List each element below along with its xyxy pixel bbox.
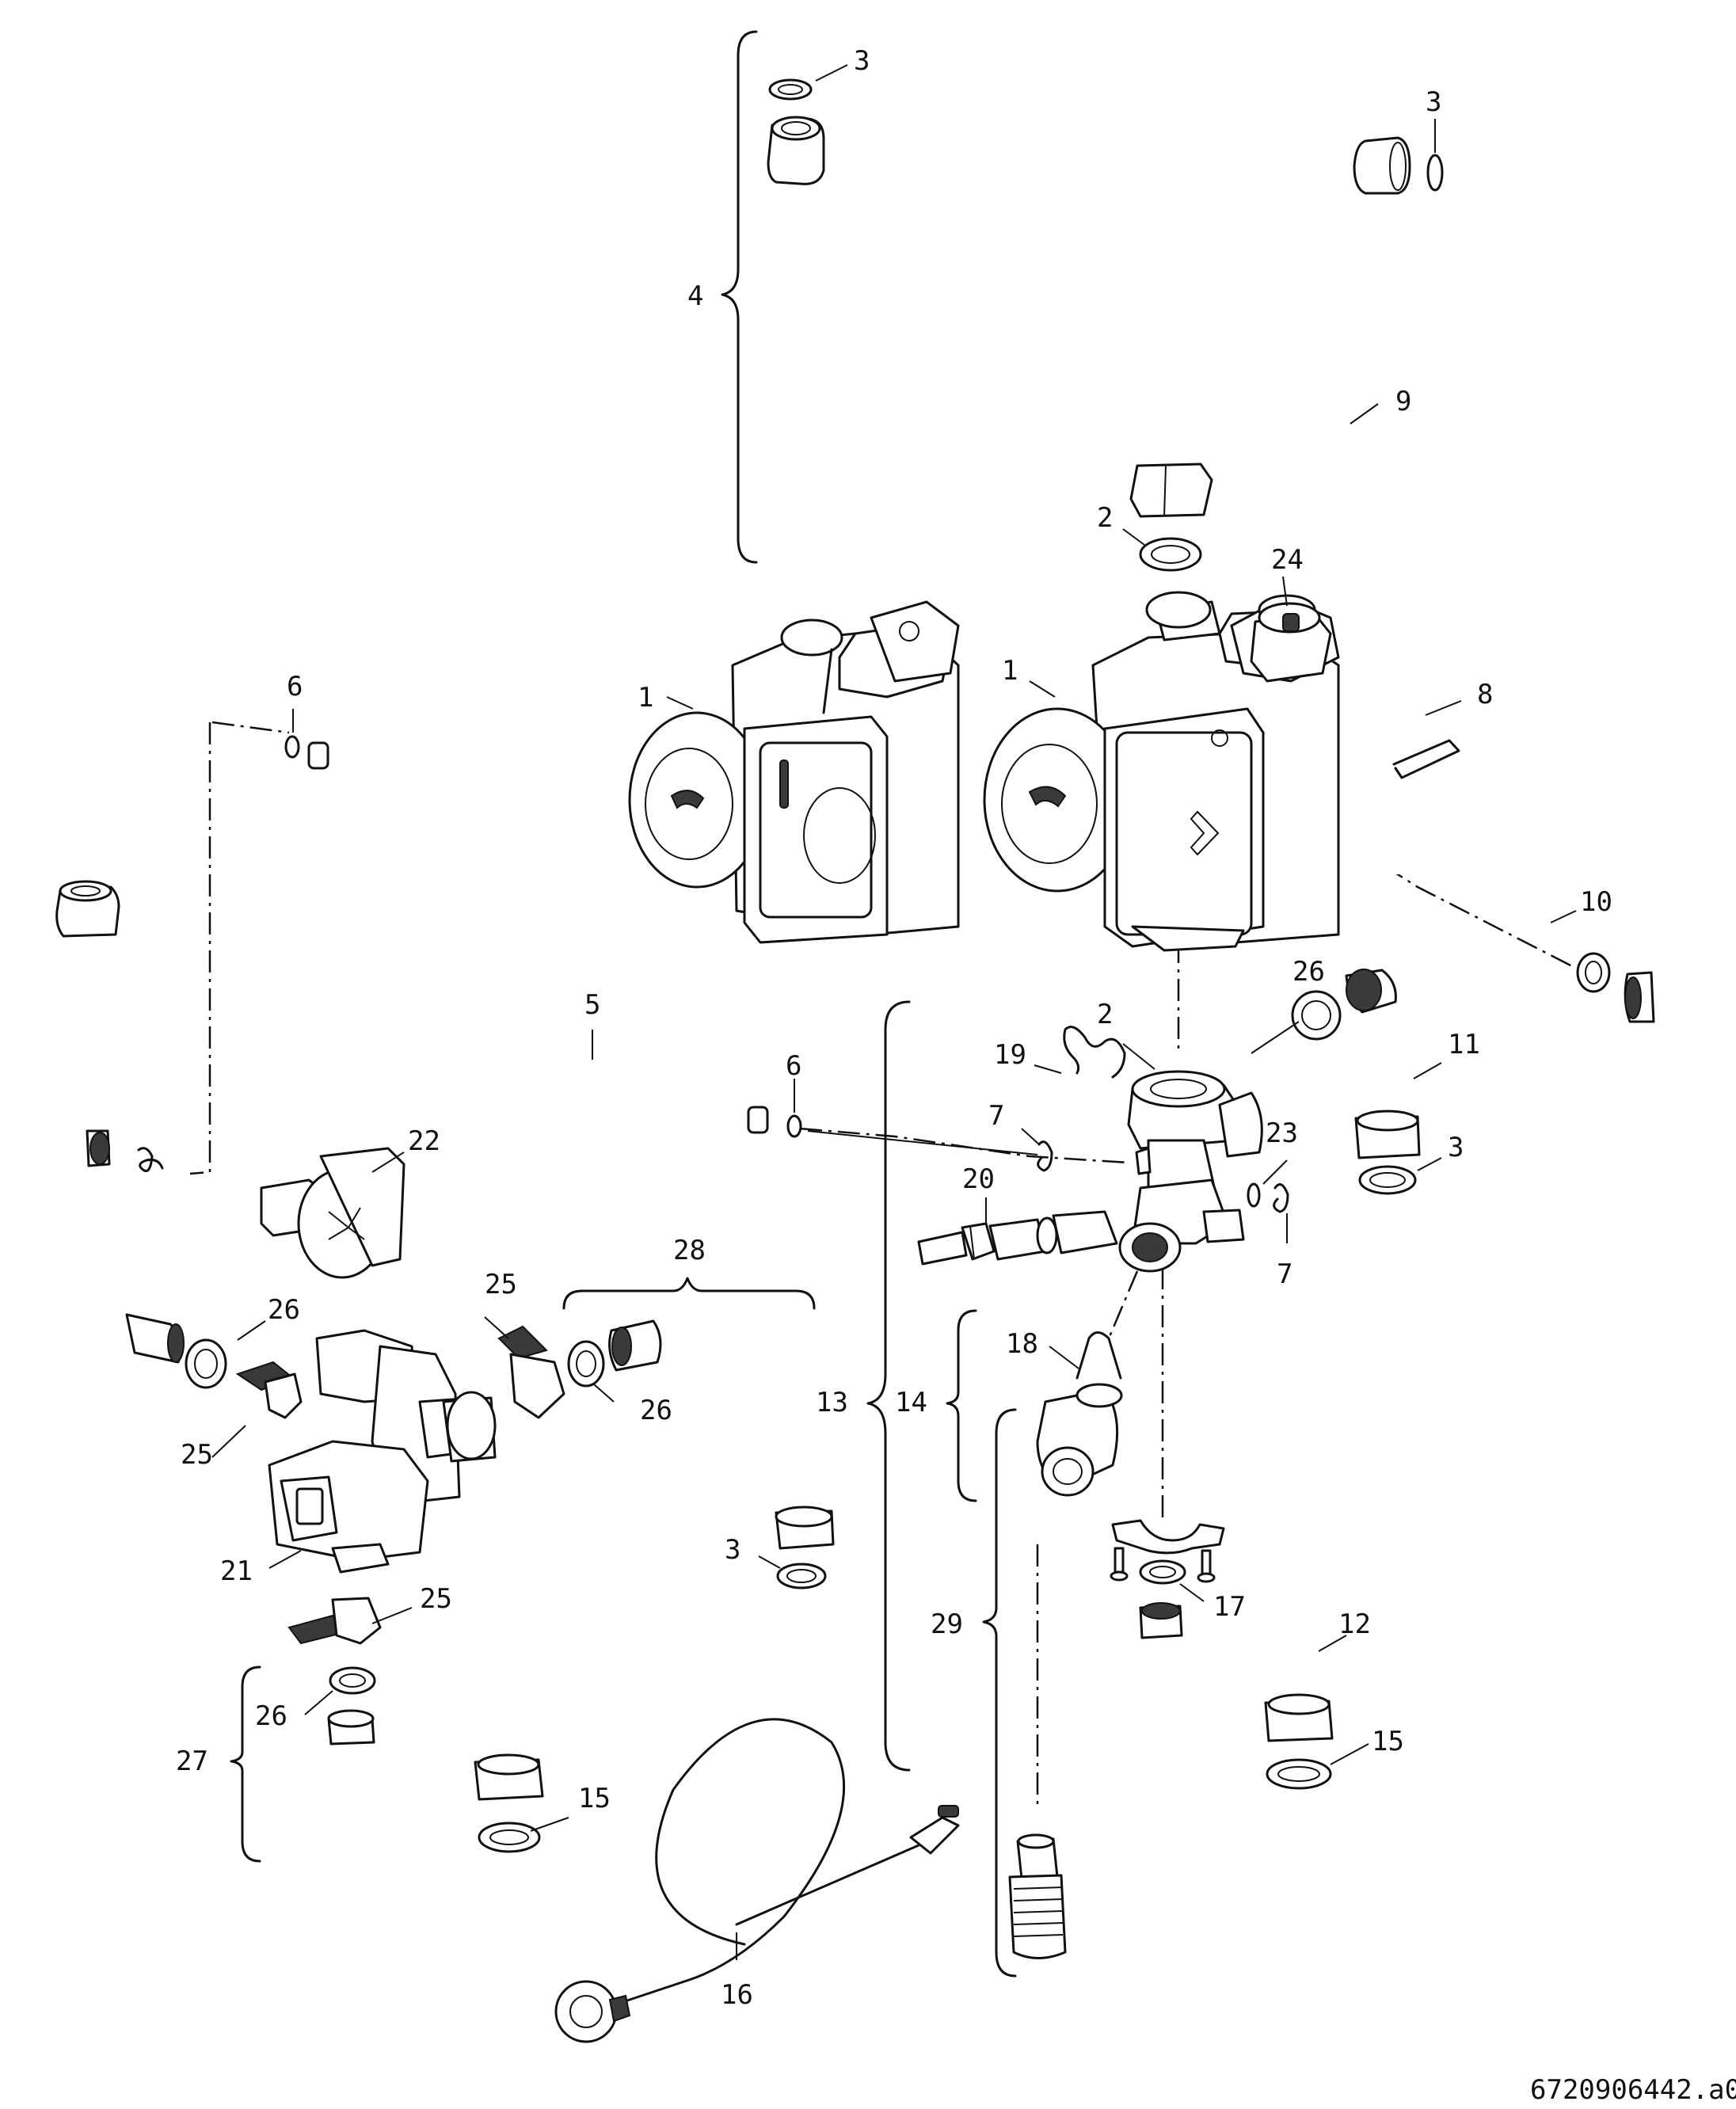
brace-group-13 xyxy=(866,1000,911,1772)
label-17: 17 xyxy=(1213,1591,1246,1623)
label-20: 20 xyxy=(962,1163,995,1195)
label-23: 23 xyxy=(1266,1117,1298,1149)
clip-25-top xyxy=(497,1325,565,1419)
tube-5 xyxy=(307,741,769,1134)
brace-group-28 xyxy=(562,1277,816,1310)
label-26-b: 26 xyxy=(640,1395,672,1426)
pipe-left-long xyxy=(55,880,185,1364)
insert-20 xyxy=(917,1210,1118,1266)
clip-25-bottom xyxy=(287,1597,382,1645)
label-1-left: 1 xyxy=(638,682,653,714)
pipe-11 xyxy=(1345,969,1421,1159)
seal-26-bottom xyxy=(329,1666,376,1695)
seal-3-top xyxy=(768,78,813,101)
spring-clip-19 xyxy=(1063,1026,1126,1079)
seal-15-left xyxy=(478,1822,541,1853)
seal-26-right xyxy=(1291,990,1342,1041)
pipe-12 xyxy=(1139,1602,1334,1742)
cable-sensor-16 xyxy=(554,1718,960,2043)
label-3-c: 3 xyxy=(1448,1132,1464,1163)
label-28: 28 xyxy=(673,1235,706,1266)
assembly-lines xyxy=(189,721,1573,1806)
clip-8 xyxy=(1392,739,1460,779)
label-3-b: 3 xyxy=(1426,86,1441,118)
valve-body-middle xyxy=(1118,1070,1263,1273)
pipe-4 xyxy=(767,116,1281,520)
brace-group-27 xyxy=(230,1666,261,1863)
label-19: 19 xyxy=(994,1039,1026,1071)
threaded-nipple-29 xyxy=(1008,1833,1067,1959)
label-29: 29 xyxy=(931,1608,963,1640)
pump-1-left xyxy=(628,600,960,944)
label-15-left: 15 xyxy=(578,1783,611,1814)
clip-7-right xyxy=(1273,1183,1289,1213)
seal-3-pipe28 xyxy=(776,1563,827,1589)
label-15-right: 15 xyxy=(1372,1726,1404,1757)
label-3-d: 3 xyxy=(725,1534,740,1566)
valve-cartridge-29 xyxy=(1036,1383,1123,1497)
label-12: 12 xyxy=(1338,1608,1371,1640)
valve-21 xyxy=(268,1329,497,1574)
seal-2-top xyxy=(1139,537,1202,572)
label-9: 9 xyxy=(1395,386,1411,417)
pipe-9 xyxy=(1334,136,1686,1023)
label-5: 5 xyxy=(584,989,600,1021)
label-3-a: 3 xyxy=(854,45,870,77)
seal-17 xyxy=(1139,1559,1186,1585)
label-6-left: 6 xyxy=(287,671,303,702)
air-vent-24 xyxy=(1250,602,1332,683)
seal-3-right xyxy=(1426,154,1444,192)
label-18: 18 xyxy=(1006,1328,1038,1360)
seal-23 xyxy=(1247,1182,1261,1208)
brace-group-14 xyxy=(946,1309,977,1502)
seal-26-mid xyxy=(567,1340,605,1388)
label-2-top: 2 xyxy=(1097,502,1113,534)
label-21: 21 xyxy=(220,1555,253,1587)
seal-6-left xyxy=(284,735,300,759)
label-8: 8 xyxy=(1477,679,1493,710)
label-24: 24 xyxy=(1271,544,1304,576)
label-16: 16 xyxy=(721,1979,753,2011)
label-22: 22 xyxy=(408,1125,440,1157)
label-26-a: 26 xyxy=(268,1294,300,1326)
pipe-28 xyxy=(608,1319,835,1550)
label-25-b: 25 xyxy=(181,1439,213,1471)
label-25-a: 25 xyxy=(485,1269,517,1300)
label-11: 11 xyxy=(1448,1029,1480,1060)
seal-10 xyxy=(1576,952,1611,993)
label-7-right: 7 xyxy=(1277,1258,1292,1290)
drawing-number: 6720906442.a0 xyxy=(1530,2074,1736,2106)
label-6-right: 6 xyxy=(786,1050,801,1082)
brace-group-29 xyxy=(982,1408,1017,1978)
seal-15-right xyxy=(1266,1758,1332,1790)
label-13: 13 xyxy=(816,1387,848,1418)
label-10: 10 xyxy=(1580,886,1612,918)
label-14: 14 xyxy=(895,1387,927,1418)
pipe-27 xyxy=(327,1683,544,1802)
label-1-right: 1 xyxy=(1002,655,1018,687)
label-2-mid: 2 xyxy=(1097,999,1113,1030)
clip-25-left xyxy=(235,1361,303,1419)
sensor-22 xyxy=(260,1147,405,1279)
leader-lines xyxy=(211,64,1577,1960)
seal-26-left xyxy=(185,1338,227,1389)
label-25-c: 25 xyxy=(420,1583,452,1615)
pump-1-right xyxy=(983,591,1340,952)
seal-6-right xyxy=(786,1114,802,1138)
clip-18 xyxy=(1075,1331,1122,1380)
clip-7-left xyxy=(1037,1140,1053,1172)
label-26-c: 26 xyxy=(1292,956,1325,988)
label-4: 4 xyxy=(687,280,703,312)
label-27: 27 xyxy=(176,1745,208,1777)
seal-3-pipe11 xyxy=(1358,1165,1417,1195)
label-7-left: 7 xyxy=(988,1100,1004,1132)
bracket-17 xyxy=(1110,1519,1225,1583)
label-26-d: 26 xyxy=(255,1700,287,1732)
brace-group-4 xyxy=(721,30,758,564)
